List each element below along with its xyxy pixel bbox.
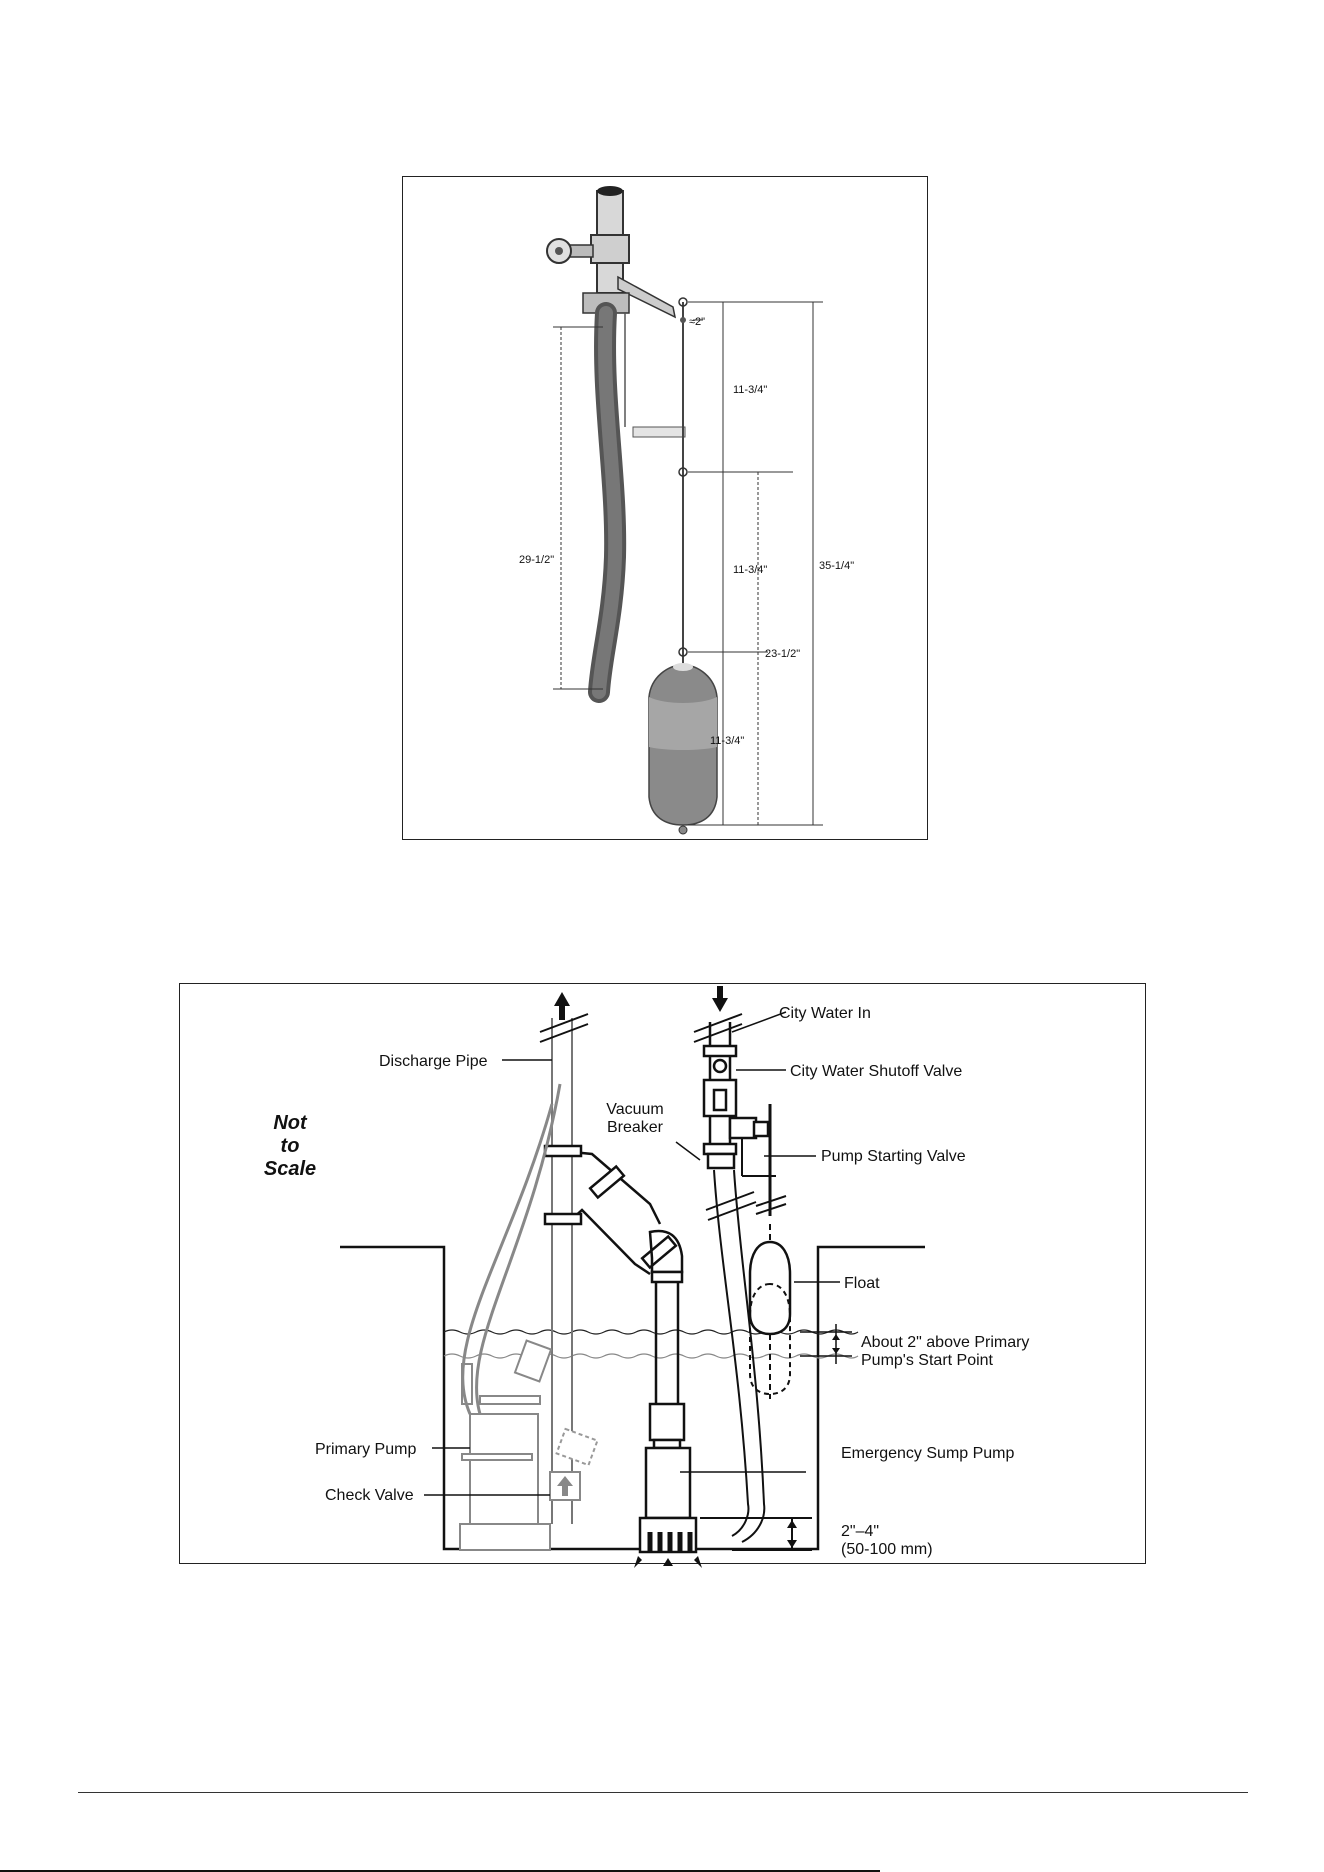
emergency-pump xyxy=(640,1448,696,1552)
float-dimension-figure: ≈2" 11-3/4" 11-3/4" 11-3/4" 29-1/2" 23-1… xyxy=(402,176,928,840)
water-line-upper xyxy=(444,1330,858,1334)
pump-starting-valve xyxy=(730,1118,768,1138)
city-water-arrow-icon xyxy=(712,986,728,1012)
float-dimension-drawing: ≈2" 11-3/4" 11-3/4" 11-3/4" 29-1/2" 23-1… xyxy=(403,177,927,839)
dim-total: 35-1/4" xyxy=(819,560,854,572)
label-shutoff-valve: City Water Shutoff Valve xyxy=(790,1063,962,1080)
label-check-valve: Check Valve xyxy=(325,1487,414,1504)
float xyxy=(649,663,717,834)
label-discharge-pipe: Discharge Pipe xyxy=(379,1053,488,1070)
dim-seg-top: 11-3/4" xyxy=(733,384,767,396)
pipe-couplings xyxy=(545,1146,676,1268)
sump-installation-figure: Not to Scale City Water In City Water Sh… xyxy=(179,983,1146,1564)
label-city-water-in: City Water In xyxy=(779,1005,871,1022)
discharge-arrow-icon xyxy=(554,992,570,1020)
supply-pipe xyxy=(591,186,629,293)
vacuum-breaker xyxy=(704,1144,736,1168)
primary-pump xyxy=(460,1364,550,1550)
intake-arrows xyxy=(634,1556,702,1568)
label-clearance-1: 2"–4" xyxy=(841,1523,879,1540)
label-float: Float xyxy=(844,1275,880,1292)
footer-rule xyxy=(78,1792,1248,1793)
emergency-riser xyxy=(650,1272,684,1448)
sump-installation-drawing: Not to Scale City Water In City Water Sh… xyxy=(180,984,1145,1563)
clearance-dimension xyxy=(700,1518,812,1550)
not-to-scale-2: to xyxy=(281,1135,300,1157)
water-hose xyxy=(714,1170,748,1536)
dim-seg-mid: 11-3/4" xyxy=(733,564,767,576)
sump-pit xyxy=(340,1247,925,1549)
dim-lower-span: 23-1/2" xyxy=(765,648,800,660)
dim-gap: ≈2" xyxy=(689,316,705,328)
water-line-lower xyxy=(444,1354,858,1358)
dim-hose-length: 29-1/2" xyxy=(519,554,554,566)
label-clearance-2: (50-100 mm) xyxy=(841,1541,933,1558)
not-to-scale-3: Scale xyxy=(264,1158,316,1180)
label-vacuum-breaker-2: Breaker xyxy=(607,1119,664,1136)
label-vacuum-breaker-1: Vacuum xyxy=(606,1101,664,1118)
not-to-scale-1: Not xyxy=(273,1112,308,1134)
float xyxy=(750,1242,790,1334)
label-above-primary-2: Pump's Start Point xyxy=(861,1352,994,1369)
dim-seg-float: 11-3/4" xyxy=(710,735,744,747)
city-water-pipe xyxy=(704,1022,736,1164)
label-above-primary-1: About 2" above Primary xyxy=(861,1334,1029,1351)
label-primary-pump: Primary Pump xyxy=(315,1441,416,1458)
shutoff-handle-icon xyxy=(547,239,593,263)
label-pump-starting-valve: Pump Starting Valve xyxy=(821,1148,966,1165)
check-valve xyxy=(550,1429,597,1500)
label-emergency-pump: Emergency Sump Pump xyxy=(841,1445,1015,1462)
